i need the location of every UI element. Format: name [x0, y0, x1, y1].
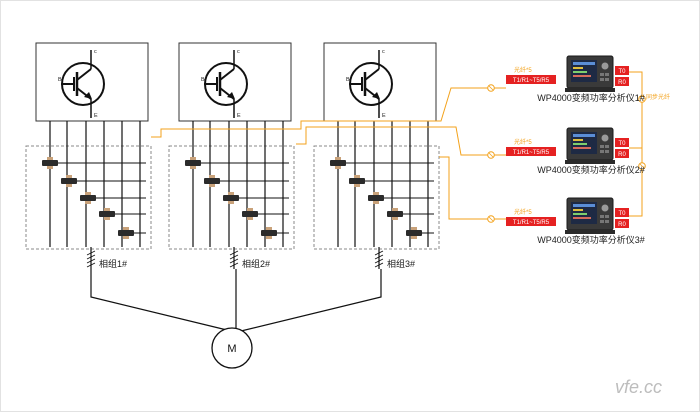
analyzer-device — [564, 197, 616, 235]
analyzer-device — [564, 127, 616, 165]
phase-group-label: 相组2# — [242, 258, 270, 269]
gate-letter: B — [346, 77, 350, 83]
r0-label: R0 — [618, 222, 626, 228]
sensor — [185, 157, 201, 169]
phase-group-1: cE B 相组1# — [25, 42, 152, 269]
phase-group-3: cE B 相组3# — [313, 42, 440, 269]
fiber-count-label: 光纤*5 — [514, 66, 532, 74]
phase-group-label: 相组1# — [99, 258, 127, 269]
channel-label: T1/R1~T5/R5 — [513, 150, 550, 156]
sensor — [118, 227, 134, 239]
emitter-letter: E — [382, 113, 386, 119]
sync-fiber-label: 同步光纤 — [646, 93, 670, 101]
sensor — [368, 192, 384, 204]
igbt-module: cE B — [35, 42, 149, 122]
t0-port — [615, 208, 629, 217]
t0-label: T0 — [618, 141, 626, 147]
sensor — [242, 208, 258, 220]
motor-label: M — [227, 343, 236, 355]
fiber-count-label: 光纤*5 — [514, 138, 532, 146]
analyzer-label: WP4000变频功率分析仪1# — [537, 92, 645, 103]
emitter-letter: E — [94, 113, 98, 119]
sensor — [261, 227, 277, 239]
collector-letter: c — [382, 49, 385, 55]
phase-group-label: 相组3# — [387, 258, 415, 269]
collector-letter: c — [237, 49, 240, 55]
sensor — [349, 175, 365, 187]
watermark: vfe.cc — [615, 377, 662, 397]
analyzer-label: WP4000变频功率分析仪3# — [537, 234, 645, 245]
channel-label: T1/R1~T5/R5 — [513, 78, 550, 84]
t0-port — [615, 138, 629, 147]
sensor — [406, 227, 422, 239]
sensor-enclosure — [313, 145, 440, 250]
sensor — [223, 192, 239, 204]
collector-letter: c — [94, 49, 97, 55]
sensor — [42, 157, 58, 169]
busbars — [49, 121, 146, 247]
analyzer-device — [564, 55, 616, 93]
r0-label: R0 — [618, 80, 626, 86]
channel-box — [506, 75, 556, 84]
channel-label: T1/R1~T5/R5 — [513, 220, 550, 226]
fiber-optic-lines — [151, 71, 646, 223]
emitter-letter: E — [237, 113, 241, 119]
r0-port — [615, 219, 629, 228]
sensor — [330, 157, 346, 169]
r0-label: R0 — [618, 152, 626, 158]
channel-box — [506, 217, 556, 226]
t0-label: T0 — [618, 211, 626, 217]
sensor — [99, 208, 115, 220]
igbt-module: cE B — [323, 42, 437, 122]
busbars — [192, 121, 289, 247]
phase-group-2: cE B 相组2# — [168, 42, 295, 269]
sensor-enclosure — [25, 145, 152, 250]
motor-wiring — [90, 269, 382, 332]
sensor — [387, 208, 403, 220]
t0-port — [615, 66, 629, 75]
sensor — [204, 175, 220, 187]
sensor — [61, 175, 77, 187]
sensor-enclosure — [168, 145, 295, 250]
gate-letter: B — [58, 77, 62, 83]
fiber-count-label: 光纤*5 — [514, 208, 532, 216]
igbt-module: cE B — [178, 42, 292, 122]
motor: M — [211, 327, 253, 369]
gate-letter: B — [201, 77, 205, 83]
busbars — [337, 121, 434, 247]
t0-label: T0 — [618, 69, 626, 75]
r0-port — [615, 77, 629, 86]
channel-box — [506, 147, 556, 156]
analyzer-label: WP4000变频功率分析仪2# — [537, 164, 645, 175]
r0-port — [615, 149, 629, 158]
sensor — [80, 192, 96, 204]
